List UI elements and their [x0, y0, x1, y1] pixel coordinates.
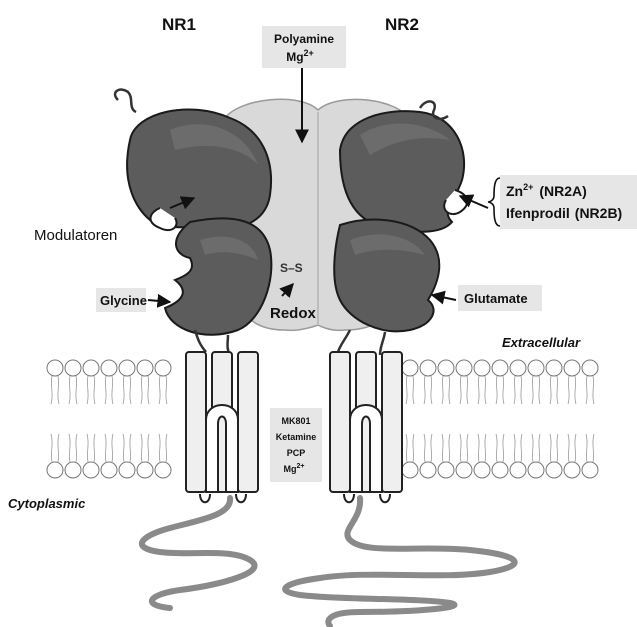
- nr2-label: NR2: [385, 15, 419, 34]
- lipid-head-outer: [528, 360, 544, 404]
- lipid-bilayer: [47, 360, 598, 478]
- lipid-head-outer: [65, 360, 81, 404]
- glutamate-label: Glutamate: [464, 291, 528, 306]
- nr1-label: NR1: [162, 15, 196, 34]
- lipid-head-inner: [402, 434, 418, 478]
- lipid-head-outer: [456, 360, 472, 404]
- lipid-head-outer: [119, 360, 135, 404]
- disulfide-label: S–S: [280, 261, 303, 275]
- lipid-head-outer: [510, 360, 526, 404]
- lipid-head-inner: [438, 434, 454, 478]
- nr2-transmembrane-domain: [330, 352, 402, 502]
- lipid-head-inner: [65, 434, 81, 478]
- lipid-head-outer: [546, 360, 562, 404]
- lipid-head-inner: [510, 434, 526, 478]
- lipid-head-outer: [155, 360, 171, 404]
- cytoplasmic-label: Cytoplasmic: [8, 496, 86, 511]
- lipid-head-outer: [137, 360, 153, 404]
- lipid-head-inner: [101, 434, 117, 478]
- lipid-head-inner: [456, 434, 472, 478]
- lipid-head-inner: [582, 434, 598, 478]
- lipid-head-inner: [546, 434, 562, 478]
- lipid-head-outer: [402, 360, 418, 404]
- lipid-head-inner: [119, 434, 135, 478]
- lipid-head-inner: [47, 434, 63, 478]
- blocker-mk801: MK801: [281, 416, 310, 426]
- lipid-head-outer: [420, 360, 436, 404]
- lipid-head-outer: [83, 360, 99, 404]
- lipid-head-outer: [101, 360, 117, 404]
- lipid-head-outer: [47, 360, 63, 404]
- lipid-head-outer: [492, 360, 508, 404]
- blocker-pcp: PCP: [287, 448, 306, 458]
- redox-label: Redox: [270, 305, 317, 322]
- lipid-head-inner: [474, 434, 490, 478]
- lipid-head-inner: [137, 434, 153, 478]
- lipid-head-outer: [564, 360, 580, 404]
- extracellular-label: Extracellular: [502, 335, 581, 350]
- lipid-head-inner: [155, 434, 171, 478]
- lipid-head-inner: [83, 434, 99, 478]
- blocker-ketamine: Ketamine: [276, 432, 317, 442]
- glycine-label: Glycine: [100, 293, 147, 308]
- lipid-head-inner: [528, 434, 544, 478]
- lipid-head-outer: [474, 360, 490, 404]
- lipid-head-outer: [582, 360, 598, 404]
- zn-label: Zn2+(NR2A): [506, 182, 587, 199]
- ifenprodil-label: Ifenprodil(NR2B): [506, 205, 622, 221]
- lipid-head-outer: [438, 360, 454, 404]
- polyamine-label: Polyamine: [274, 32, 334, 46]
- nr1-transmembrane-domain: [186, 352, 258, 502]
- lipid-head-inner: [564, 434, 580, 478]
- brace: [488, 178, 500, 226]
- cytoplasmic-tails: [142, 498, 515, 626]
- modulatoren-label: Modulatoren: [34, 227, 117, 244]
- lipid-head-inner: [492, 434, 508, 478]
- lipid-head-inner: [420, 434, 436, 478]
